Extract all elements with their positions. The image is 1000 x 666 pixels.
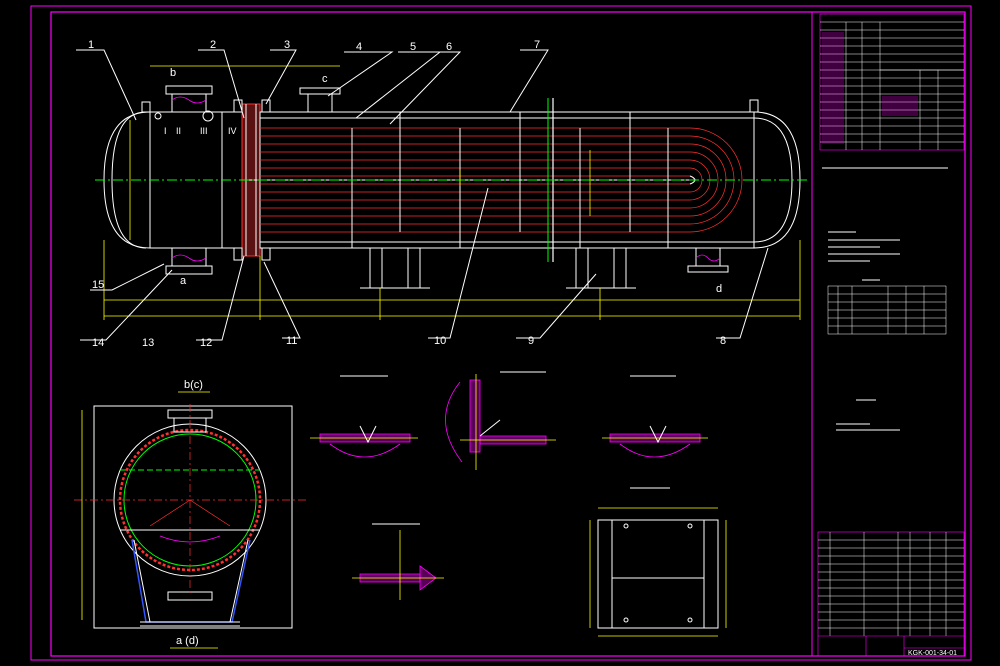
nozzle-c-label: c	[322, 73, 328, 85]
callout-4: 4	[356, 41, 362, 53]
roman-III: III	[200, 126, 208, 136]
callout-13: 13	[142, 337, 154, 349]
dimensions	[103, 65, 801, 320]
nozzle-b-label: b	[170, 67, 176, 79]
callout-7: 7	[534, 39, 540, 51]
left-head-inner	[111, 111, 147, 249]
detail-views	[310, 371, 708, 600]
cross-section-view: b(c) a (d)	[74, 379, 306, 649]
tube-bundle	[244, 127, 743, 233]
inner-frame	[50, 11, 966, 657]
callout-14: 14	[92, 337, 104, 349]
callout-9: 9	[528, 335, 534, 347]
nozzles	[141, 85, 759, 275]
callout-10: 10	[434, 335, 446, 347]
leader-lines	[76, 49, 769, 341]
callout-12: 12	[200, 337, 212, 349]
callout-1: 1	[88, 39, 94, 51]
callout-3: 3	[284, 39, 290, 51]
section-bottom-label: a (d)	[176, 635, 199, 647]
technical-notes	[822, 167, 948, 431]
design-data-table	[819, 13, 965, 151]
support-plate-detail	[589, 487, 727, 637]
drawing-number: KGK-001-34-01	[908, 650, 957, 657]
callout-2: 2	[210, 39, 216, 51]
callout-8: 8	[720, 335, 726, 347]
roman-II: II	[176, 126, 181, 136]
nozzle-table	[827, 285, 947, 335]
exchanger-elevation	[76, 49, 810, 341]
outer-frame	[30, 5, 972, 661]
roman-I: I	[164, 126, 167, 136]
nozzle-a-label: a	[180, 275, 187, 287]
callout-6: 6	[446, 41, 452, 53]
section-top-label: b(c)	[184, 379, 203, 391]
callout-15: 15	[92, 279, 104, 291]
callout-5: 5	[410, 41, 416, 53]
roman-IV: IV	[228, 126, 237, 136]
baffles	[351, 98, 669, 262]
nozzle-d-label: d	[716, 283, 722, 295]
saddle-supports	[360, 247, 636, 289]
callout-11: 11	[286, 335, 297, 347]
bill-of-materials	[817, 531, 965, 657]
